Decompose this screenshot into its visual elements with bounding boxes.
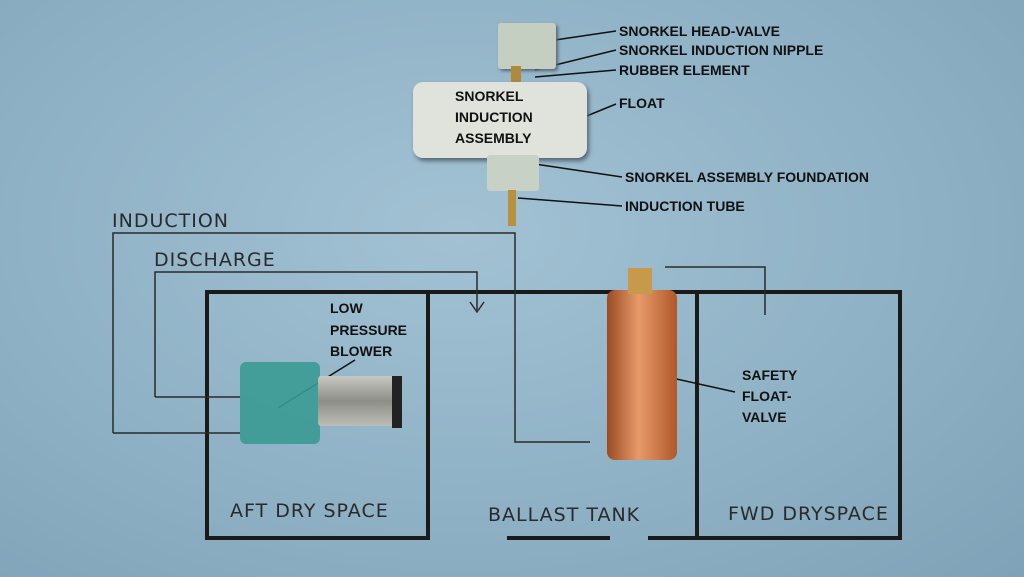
- head-valve: [498, 23, 556, 69]
- blower-motor: [318, 376, 394, 426]
- label-blower-2: PRESSURE: [330, 322, 408, 338]
- label-head-valve: SNORKEL HEAD-VALVE: [619, 23, 781, 39]
- vent-line: [665, 266, 766, 315]
- label-float: FLOAT: [619, 95, 665, 111]
- label-fwd-dry-space: FWD DRYSPACE: [728, 503, 889, 525]
- float-body: [413, 82, 587, 158]
- label-assembly-3: ASSEMBLY: [455, 130, 532, 146]
- label-discharge: DISCHARGE: [154, 249, 276, 271]
- label-aft-dry-space: AFT DRY SPACE: [230, 500, 389, 522]
- induction-line: [112, 232, 590, 443]
- label-assembly-2: INDUCTION: [455, 109, 533, 125]
- label-safety-3: VALVE: [742, 409, 787, 425]
- blower-pump: [240, 362, 320, 444]
- label-safety-2: FLOAT-: [742, 388, 792, 404]
- discharge-arrow: [469, 301, 485, 314]
- label-ballast-tank: BALLAST TANK: [488, 504, 641, 526]
- label-foundation: SNORKEL ASSEMBLY FOUNDATION: [625, 169, 869, 185]
- foundation: [487, 155, 539, 191]
- label-assembly-1: SNORKEL: [455, 88, 524, 104]
- hull-outline: [205, 290, 902, 540]
- induction-tube: [508, 190, 516, 226]
- label-blower-3: BLOWER: [330, 343, 393, 359]
- label-induction: INDUCTION: [112, 210, 229, 232]
- safety-valve-body: [607, 290, 677, 460]
- discharge-line: [154, 271, 478, 397]
- label-induction-tube: INDUCTION TUBE: [625, 198, 745, 214]
- label-rubber: RUBBER ELEMENT: [619, 62, 750, 78]
- motor-cap: [392, 376, 402, 428]
- label-safety-1: SAFETY: [742, 367, 798, 383]
- label-nipple: SNORKEL INDUCTION NIPPLE: [619, 42, 824, 58]
- label-blower-1: LOW: [330, 300, 363, 316]
- nipple: [511, 66, 521, 84]
- safety-valve-cap: [628, 268, 652, 294]
